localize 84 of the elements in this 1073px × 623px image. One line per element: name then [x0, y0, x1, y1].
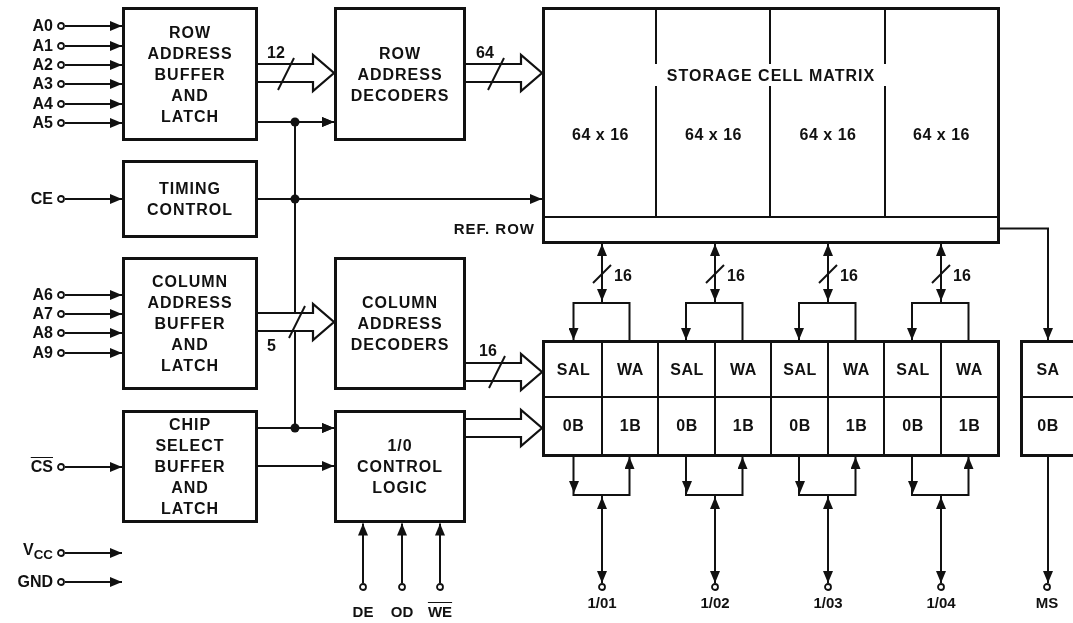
- process-box: CHIP SELECT BUFFER AND LATCH: [122, 410, 258, 523]
- pin-label: A5: [32, 114, 53, 132]
- arrow: [710, 243, 744, 341]
- pin-label: A3: [32, 75, 53, 93]
- process-box: COLUMN ADDRESS BUFFER AND LATCH: [122, 257, 258, 390]
- row-label: REF. ROW: [453, 220, 535, 237]
- bus-arrow: [256, 52, 336, 94]
- arrow: [257, 423, 335, 433]
- pin-label: A9: [32, 344, 53, 362]
- arrow: [64, 328, 123, 338]
- pin-label: A4: [32, 95, 53, 113]
- amplifier-cell: 0B: [883, 396, 941, 454]
- arrow: [64, 290, 123, 300]
- arrow: [64, 548, 123, 558]
- matrix-section: 64 x 16: [884, 92, 997, 217]
- amplifier-cell: SAL: [545, 343, 602, 396]
- amplifier-cell: SAL: [657, 343, 715, 396]
- bus-arrow: [464, 351, 544, 393]
- matrix-section: 64 x 16: [655, 92, 770, 217]
- arrow: [64, 577, 123, 587]
- arrow: [257, 461, 335, 471]
- process-box: ROW ADDRESS DECODERS: [334, 7, 466, 141]
- pin-label: 1/04: [926, 594, 956, 612]
- amplifier-cell: SAL: [883, 343, 941, 396]
- amplifier-cell: WA: [601, 343, 658, 396]
- arrow: [64, 309, 123, 319]
- bus-arrow: [464, 407, 544, 449]
- amplifier-cell: WA: [827, 343, 884, 396]
- amplifier-cell: SA: [1023, 343, 1073, 396]
- arrow: [64, 348, 123, 358]
- arrow: [64, 79, 123, 89]
- amplifier-cell: WA: [940, 343, 997, 396]
- process-box: TIMING CONTROL: [122, 160, 258, 238]
- amplifier-cell: 0B: [545, 396, 602, 454]
- matrix-section: 64 x 16: [545, 92, 656, 217]
- amplifier-cell: 1B: [601, 396, 658, 454]
- arrow: [1043, 456, 1053, 584]
- amplifier-cell: WA: [714, 343, 771, 396]
- arrow: [64, 462, 123, 472]
- arrow: [358, 522, 368, 584]
- arrow: [64, 194, 123, 204]
- pin-label: A2: [32, 56, 53, 74]
- pin-label: A6: [32, 286, 53, 304]
- arrow: [64, 60, 123, 70]
- pin-label: GND: [17, 573, 53, 591]
- pin-label: 1/03: [813, 594, 843, 612]
- arrow: [64, 118, 123, 128]
- amplifier-cell: 0B: [657, 396, 715, 454]
- pin-label: A0: [32, 17, 53, 35]
- pin-label: V$_{CC}$: [23, 541, 53, 565]
- arrow: [435, 522, 445, 584]
- process-box: 1/0 CONTROL LOGIC: [334, 410, 466, 523]
- arrow: [64, 41, 123, 51]
- amplifier-cell: 1B: [940, 396, 997, 454]
- amplifier-cell: 0B: [1023, 396, 1073, 454]
- arrow: [936, 243, 970, 341]
- amplifier-block: [1020, 340, 1073, 457]
- pin-label: A8: [32, 324, 53, 342]
- pin-label: CS: [30, 458, 53, 476]
- bus-arrow: [256, 301, 336, 343]
- pin-label: WE: [427, 603, 453, 621]
- amplifier-block: [542, 340, 1000, 457]
- amplifier-cell: 0B: [770, 396, 828, 454]
- pin-label: A1: [32, 37, 53, 55]
- amplifier-cell: 1B: [714, 396, 771, 454]
- pin-label: 1/02: [700, 594, 730, 612]
- bus-arrow: [464, 52, 544, 94]
- matrix-section: 64 x 16: [769, 92, 885, 217]
- process-box: ROW ADDRESS BUFFER AND LATCH: [122, 7, 258, 141]
- arrow: [999, 227, 1053, 341]
- pin-label: MS: [1035, 594, 1059, 612]
- arrow: [64, 21, 123, 31]
- pin-label: DE: [352, 603, 374, 621]
- pin-label: 1/01: [587, 594, 617, 612]
- arrow: [823, 243, 857, 341]
- pin-label: CE: [30, 190, 53, 208]
- arrow: [397, 522, 407, 584]
- arrow: [597, 243, 631, 341]
- pin-label: OD: [390, 603, 414, 621]
- amplifier-cell: 1B: [827, 396, 884, 454]
- process-box: COLUMN ADDRESS DECODERS: [334, 257, 466, 390]
- pin-label: A7: [32, 305, 53, 323]
- arrow: [64, 99, 123, 109]
- amplifier-cell: SAL: [770, 343, 828, 396]
